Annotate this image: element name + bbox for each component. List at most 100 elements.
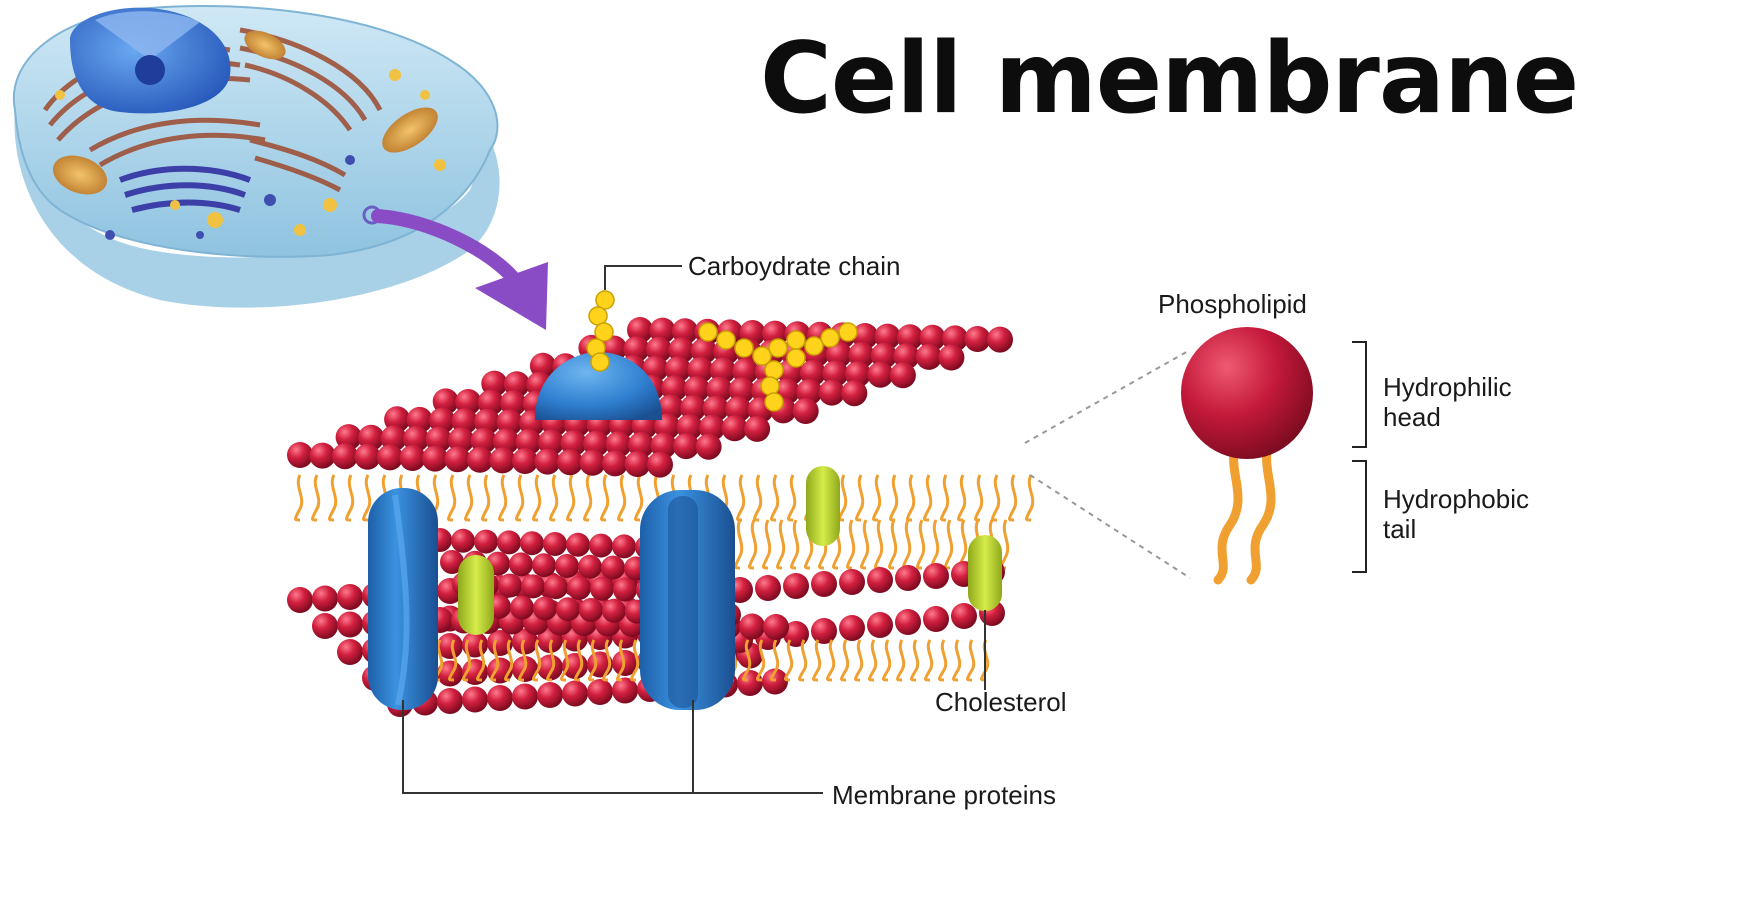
phospholipid-head <box>512 448 538 474</box>
phospholipid-head <box>510 596 534 620</box>
lipid-tail <box>876 520 882 568</box>
lipid-tail <box>1010 475 1016 520</box>
phospholipid-head <box>895 565 921 591</box>
lipid-tail <box>890 520 896 568</box>
phospholipid-head <box>613 578 637 602</box>
phospholipid-head <box>938 345 964 371</box>
phospholipid-head <box>839 569 865 595</box>
lipid-tail <box>912 640 918 680</box>
phospholipid-head <box>755 575 781 601</box>
lipid-tail <box>551 475 557 520</box>
lipid-tail <box>954 640 960 680</box>
lipid-tail <box>840 475 846 520</box>
phospholipid-head <box>537 655 563 681</box>
lipid-tail <box>925 475 931 520</box>
phospholipid-head <box>337 584 363 610</box>
phospholipid-head <box>332 443 358 469</box>
phospholipid-head <box>696 434 722 460</box>
lipid-tail <box>848 520 854 568</box>
lipid-tail <box>778 520 784 568</box>
lipid-tail <box>466 475 472 520</box>
lipid-tail <box>968 640 974 680</box>
lipid-tail <box>792 520 798 568</box>
lipid-tail <box>736 520 742 568</box>
phospholipid-head <box>490 447 516 473</box>
cholesterol-molecule <box>458 555 494 635</box>
phospholipid-head <box>400 445 426 471</box>
hydrophobic-label: Hydrophobic tail <box>1383 485 1529 545</box>
animal-cell-illustration <box>14 6 500 308</box>
phospholipid-head <box>647 452 673 478</box>
lipid-tail <box>449 475 455 520</box>
phospholipid-head <box>590 577 614 601</box>
phospholipid-head <box>312 586 338 612</box>
lipid-tail <box>857 475 863 520</box>
lipid-tail <box>960 520 966 568</box>
lipid-tail <box>940 640 946 680</box>
phospholipid-head <box>839 615 865 641</box>
phospholipid-head <box>625 451 651 477</box>
lipid-tail <box>946 520 952 568</box>
membrane-protein <box>640 490 735 710</box>
phospholipid-head <box>512 684 538 710</box>
lipid-tail <box>636 475 642 520</box>
phospholipid-head <box>312 613 338 639</box>
lipid-tail <box>926 640 932 680</box>
lipid-tail <box>908 475 914 520</box>
phospholipid-head <box>533 596 557 620</box>
lipid-tail <box>789 475 795 520</box>
lipid-tail <box>764 520 770 568</box>
phospholipid-head <box>566 533 590 557</box>
phospholipid-head <box>602 599 626 623</box>
phospholipid-head <box>509 552 533 576</box>
phospholipid-head <box>612 534 636 558</box>
phospholipid-head <box>555 554 579 578</box>
phospholipid-head <box>923 606 949 632</box>
hydrophilic-label-line2: head <box>1383 403 1512 433</box>
phospholipid-head <box>722 415 748 441</box>
lipid-tail <box>483 475 489 520</box>
phospholipid-head <box>437 688 463 714</box>
lipid-tail <box>534 475 540 520</box>
hydrophilic-head <box>1181 327 1313 459</box>
cholesterol-label: Cholesterol <box>935 688 1067 718</box>
phospholipid-head <box>578 555 602 579</box>
lipid-tail <box>364 475 370 520</box>
lipid-tail <box>347 475 353 520</box>
phospholipid-head <box>744 416 770 442</box>
phospholipid-head <box>841 380 867 406</box>
phospholipid-head <box>562 681 588 707</box>
phospholipid-head <box>987 327 1013 353</box>
lipid-tail <box>993 475 999 520</box>
phospholipid-head <box>451 529 475 553</box>
hydrophobic-label-line2: tail <box>1383 515 1529 545</box>
phospholipid-head <box>337 639 363 665</box>
lipid-tail <box>786 640 792 680</box>
phospholipid-head <box>487 685 513 711</box>
lipid-tail <box>500 475 506 520</box>
carbohydrate-chain-label: Carboydrate chain <box>688 252 900 282</box>
phospholipid-head <box>520 531 544 555</box>
phospholipid-head <box>543 532 567 556</box>
lipid-tail <box>959 475 965 520</box>
membrane-protein <box>368 488 438 710</box>
phospholipid-head <box>923 563 949 589</box>
lipid-tail <box>1002 520 1008 568</box>
lipid-tail <box>862 520 868 568</box>
lipid-tail <box>755 475 761 520</box>
phospholipid-head <box>377 444 403 470</box>
phospholipid-head <box>916 344 942 370</box>
lipid-tail <box>942 475 948 520</box>
phospholipid-head <box>867 567 893 593</box>
lipid-tail <box>330 475 336 520</box>
phospholipid-head <box>819 380 845 406</box>
phospholipid-head <box>587 679 613 705</box>
phospholipid-head <box>739 614 765 640</box>
phospholipid-head <box>783 573 809 599</box>
phospholipid-head <box>673 433 699 459</box>
phospholipid-head <box>951 603 977 629</box>
phospholipid-head <box>965 326 991 352</box>
phospholipid-head <box>793 398 819 424</box>
phospholipid-head <box>867 612 893 638</box>
lipid-tail <box>296 475 302 520</box>
